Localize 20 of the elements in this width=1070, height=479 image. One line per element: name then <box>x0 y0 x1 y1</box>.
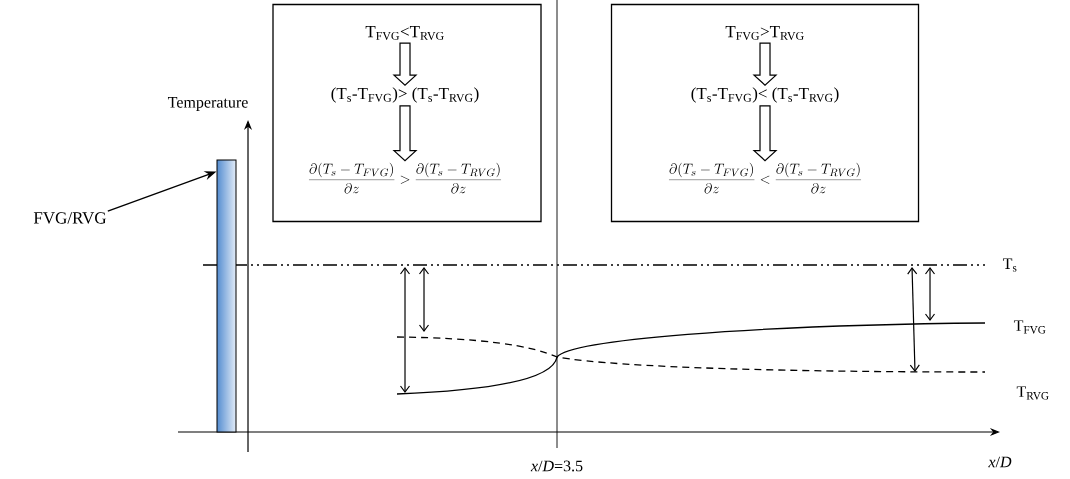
curve-label: T$_{s}$ <box>1003 258 1017 272</box>
curve-label: T$_{FVG}$ <box>1013 320 1046 334</box>
statement-text: T$_{FVG}$>T$_{RVG}$ <box>725 26 804 40</box>
statement-text: (T$_{s}$-T$_{FVG}$)< (T$_{s}$-T$_{RVG}$) <box>691 87 839 103</box>
gradient-bar <box>216 159 237 433</box>
curve-label: T$_{RVG}$ <box>1016 386 1049 400</box>
statement-text: (T$_{s}$-T$_{FVG}$)> (T$_{s}$-T$_{RVG}$) <box>331 87 479 103</box>
hollow-arrow <box>752 105 778 162</box>
condition-box <box>272 3 542 223</box>
axis-label: Temperature <box>168 97 248 111</box>
condition-box <box>610 3 920 223</box>
hollow-arrow <box>392 105 418 162</box>
hollow-arrow <box>752 42 778 86</box>
formula: $\frac{\partial(T_s - T_{FVG})}{\partial z} > \frac{\partial(T_s - T_{RVG})}{\partial z}$ <box>308 162 502 194</box>
callout-text: FVG/RVG <box>33 212 107 224</box>
formula: $\frac{\partial(T_s - T_{FVG})}{\partial z} < \frac{\partial(T_s - T_{RVG})}{\partial z}$ <box>668 162 862 194</box>
statement-text: T$_{FVG}$<T$_{RVG}$ <box>365 26 444 40</box>
position-label: x/D=3.5 <box>530 460 583 472</box>
axis-label: x/D <box>988 456 1012 468</box>
hollow-arrow <box>392 42 418 86</box>
